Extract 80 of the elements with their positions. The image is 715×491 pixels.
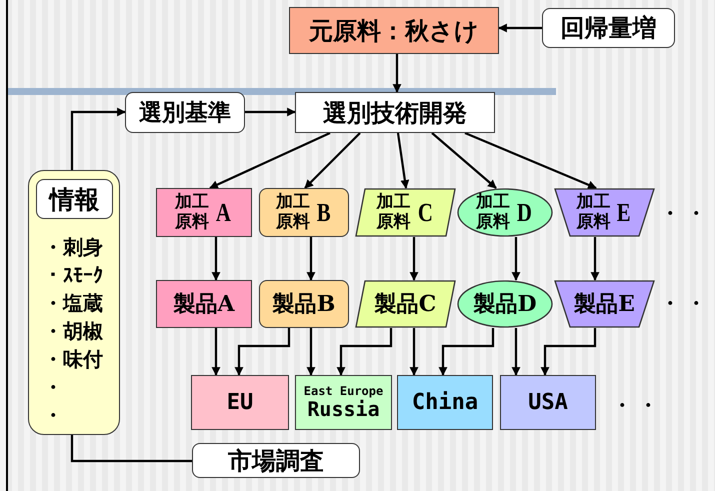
arrow — [304, 132, 361, 189]
process-box — [295, 92, 495, 133]
node-label: USA — [528, 390, 568, 415]
trapezoid-box — [554, 280, 655, 328]
process-box — [397, 375, 493, 430]
node-label: 選別技術開発 — [323, 96, 467, 128]
parallelogram-box — [355, 280, 456, 328]
ellipse-node — [457, 188, 553, 237]
node-label: 加工原料 — [376, 192, 412, 232]
node-label: China — [412, 390, 478, 415]
node-label: B — [316, 198, 330, 228]
node-label: 加工原料 — [175, 192, 210, 232]
arrow — [410, 237, 418, 281]
arrow — [396, 132, 410, 189]
node-label: ・ｽﾓｰｸ — [42, 262, 103, 289]
node-label: ・ — [42, 402, 63, 429]
node-label: 製品C — [374, 290, 436, 319]
parallelogram-box — [355, 188, 456, 237]
arrow — [336, 328, 392, 376]
node-label: C — [417, 198, 432, 228]
arrow — [410, 328, 418, 376]
trapezoid-box — [554, 188, 655, 237]
node-label: 製品D — [473, 290, 537, 319]
arrow — [512, 328, 520, 376]
info-panel — [28, 170, 120, 435]
node-label: 加工原料 — [576, 192, 612, 232]
ellipsis-dots: ・・ — [660, 290, 712, 317]
arrow — [245, 108, 296, 116]
arrow — [438, 328, 494, 376]
node-label: 製品A — [173, 290, 235, 319]
arrow — [590, 237, 600, 281]
node-label: ・味付 — [42, 346, 103, 373]
rounded-box — [259, 280, 349, 328]
ellipsis-dots: ・・ — [660, 200, 712, 227]
node-label: ・刺身 — [42, 234, 103, 261]
node-label: 元原料：秋さけ — [309, 14, 479, 46]
node-label: 市場調査 — [228, 444, 324, 476]
rounded-box — [542, 8, 675, 48]
arrow — [306, 237, 316, 281]
node-label: ・胡椒 — [42, 318, 103, 345]
process-box — [289, 7, 499, 54]
node-label: EU — [226, 390, 254, 415]
node-label: A — [216, 198, 231, 228]
arrow — [70, 108, 126, 170]
process-box — [191, 375, 289, 430]
node-label: 加工原料 — [276, 192, 311, 232]
arrow — [540, 328, 596, 376]
node-label: 加工原料 — [476, 192, 512, 232]
process-box — [156, 280, 252, 328]
rounded-box — [36, 179, 113, 219]
arrow — [512, 237, 520, 281]
node-label: E — [616, 198, 631, 228]
node-label: 回帰量増 — [560, 12, 656, 44]
rounded-box — [259, 188, 349, 237]
process-box — [295, 375, 392, 430]
node-label: 製品B — [272, 290, 336, 319]
ellipsis-dots: ・・ — [612, 392, 664, 419]
rounded-box — [125, 92, 245, 133]
node-label: East Europe — [304, 384, 384, 398]
arrow — [392, 54, 402, 93]
node-label: D — [516, 198, 532, 228]
connector-line — [70, 435, 192, 462]
arrow — [234, 328, 290, 376]
arrow — [209, 132, 330, 189]
arrow — [212, 237, 220, 281]
arrow — [498, 24, 542, 32]
arrow — [306, 328, 316, 376]
node-label: 選別基準 — [139, 98, 231, 128]
arrow — [464, 132, 597, 190]
node-label: ・ — [42, 374, 63, 401]
node-label: 情報 — [50, 184, 100, 216]
arrow — [212, 328, 220, 376]
arrow — [431, 132, 497, 189]
node-label: Russia — [307, 398, 380, 420]
process-box — [156, 188, 252, 237]
process-box — [500, 375, 596, 430]
node-label: 製品E — [574, 290, 635, 319]
rounded-box — [192, 443, 360, 478]
ellipse-node — [457, 280, 553, 328]
node-label: ・塩蔵 — [42, 290, 103, 317]
